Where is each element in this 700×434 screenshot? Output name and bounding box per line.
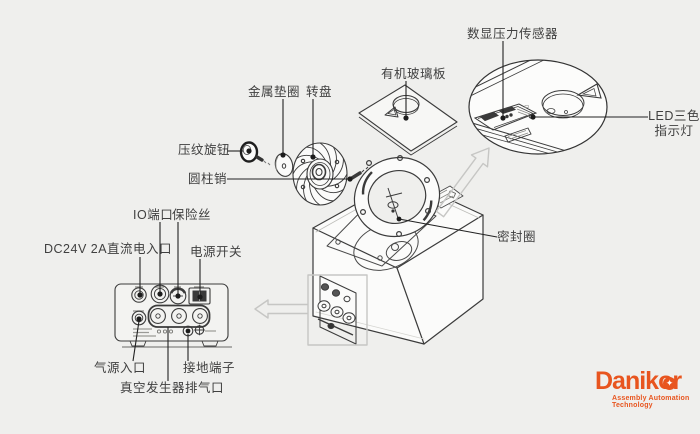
label-io-port: IO端口	[133, 208, 174, 222]
turntable-part	[292, 142, 348, 206]
label-cylindrical-pin: 圆柱销	[188, 172, 228, 186]
label-turntable: 转盘	[306, 85, 333, 99]
label-led-line2: 指示灯	[654, 124, 694, 138]
acrylic-plate-part	[358, 84, 458, 156]
danikor-logo: Danikor ✦ Assembly Automation Technology	[595, 368, 695, 409]
label-led-indicator: LED三色指示灯	[648, 109, 700, 139]
rear-panel-detail	[114, 283, 232, 348]
label-knurled-knob: 压纹旋钮	[178, 143, 231, 157]
label-acrylic-plate: 有机玻璃板	[381, 67, 447, 81]
magnify-arrow	[435, 147, 490, 218]
label-fuse: 保险丝	[172, 208, 212, 222]
label-dc-input: DC24V 2A直流电入口	[44, 242, 173, 256]
side-connector-recess	[317, 275, 357, 345]
cylindrical-pin-part	[350, 166, 369, 180]
seal-ring-part	[353, 155, 441, 238]
detail-circle-view	[468, 59, 608, 155]
label-ground-terminal: 接地端子	[183, 361, 236, 375]
label-power-switch: 电源开关	[190, 245, 243, 259]
label-pressure-sensor: 数显压力传感器	[467, 27, 559, 41]
logo-wordmark: Danikor	[595, 367, 682, 395]
label-vacuum-exhaust: 真空发生器排气口	[120, 381, 225, 395]
logo-star-icon: ✦	[663, 377, 676, 390]
knurled-knob-part	[239, 141, 271, 166]
leader-lines	[132, 41, 648, 381]
logo-tagline: Assembly Automation Technology	[612, 395, 690, 409]
leader-dots	[136, 114, 536, 334]
label-led-line1: LED三色	[648, 109, 700, 123]
label-metal-washer: 金属垫圈	[248, 85, 301, 99]
label-air-inlet: 气源入口	[94, 361, 147, 375]
panel-zoom-arrow	[254, 274, 368, 346]
label-seal-ring: 密封圈	[497, 230, 537, 244]
